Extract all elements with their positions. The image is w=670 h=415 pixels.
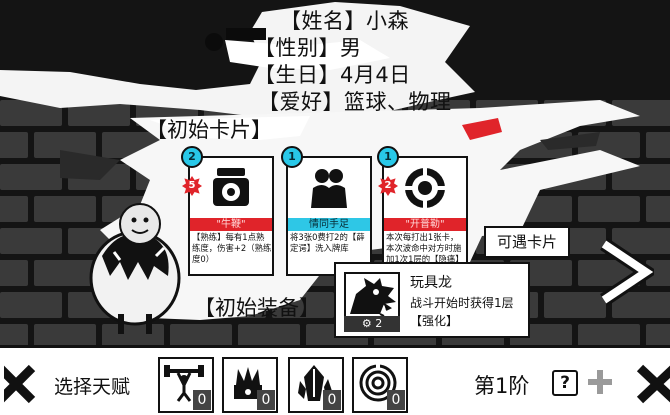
card-art bbox=[384, 158, 466, 218]
wall-brick bbox=[578, 196, 640, 222]
wall-brick bbox=[0, 196, 28, 222]
equipment-level: ⚙ 2 bbox=[344, 316, 400, 332]
card-qingtongshouzu[interactable]: 情同手足 将3张0费打2的【薛定谔】洗入牌库 bbox=[286, 156, 372, 276]
card-cost-badge: 2 bbox=[181, 146, 203, 168]
card-description: 将3张0费打2的【薛定谔】洗入牌库 bbox=[290, 232, 365, 253]
wall-brick bbox=[34, 260, 96, 286]
starting-cards-title: 【初始卡片】 bbox=[146, 118, 272, 142]
equipment-description-line2: 【强化】 bbox=[410, 314, 459, 328]
card-level-badge: 2 bbox=[378, 176, 398, 196]
close-icon[interactable] bbox=[634, 364, 670, 404]
close-icon[interactable] bbox=[4, 364, 36, 404]
card-name: "开普勒" bbox=[384, 218, 466, 231]
wall-brick bbox=[0, 132, 28, 158]
card-kaipule[interactable]: "开普勒" 本次每打出1张卡，本次波命中对方时施加1次1层的【隐痛】 bbox=[382, 156, 468, 276]
two-people-icon bbox=[311, 169, 347, 208]
money-stack-icon bbox=[234, 367, 262, 399]
card-level-badge: 5 bbox=[182, 176, 202, 196]
spiral-icon bbox=[359, 363, 397, 402]
card-art bbox=[190, 158, 272, 218]
starting-equipment-title: 【初始装备】 bbox=[194, 296, 320, 320]
wall-brick bbox=[34, 196, 96, 222]
card-cost-badge: 1 bbox=[377, 146, 399, 168]
wall-brick bbox=[0, 260, 28, 286]
card-description: 【熟练】每有1点熟练度，伤害+2（熟练度0） bbox=[192, 232, 272, 264]
wall-brick bbox=[646, 132, 670, 158]
talent-slot-weightlifter[interactable]: 0 bbox=[158, 357, 214, 413]
talent-slot-money[interactable]: 0 bbox=[222, 357, 278, 413]
orbit-ring-icon bbox=[403, 166, 447, 210]
mascot-character bbox=[89, 203, 181, 334]
profile-gender: 【性别】男 bbox=[254, 36, 362, 60]
gear-icon: ⚙ bbox=[361, 317, 372, 330]
wall-brick bbox=[0, 228, 62, 254]
wall-brick bbox=[646, 196, 670, 222]
plus-icon[interactable] bbox=[586, 368, 614, 396]
talent-count: 0 bbox=[387, 390, 405, 410]
tier-label: 第1阶 bbox=[474, 374, 530, 398]
next-arrow-icon[interactable] bbox=[598, 238, 654, 306]
help-button[interactable]: ? bbox=[552, 370, 578, 396]
talent-slot-spiral[interactable]: 0 bbox=[352, 357, 408, 413]
card-art bbox=[288, 158, 370, 218]
talent-count: 0 bbox=[257, 390, 275, 410]
wall-brick bbox=[544, 292, 606, 318]
card-name: 情同手足 bbox=[288, 218, 370, 231]
equipment-description-line1: 战斗开始时获得1层 bbox=[410, 296, 514, 310]
wall-brick bbox=[0, 164, 62, 190]
bottom-bar: 选择天赋 0 0 bbox=[0, 345, 670, 415]
equipment-level-value: 2 bbox=[375, 317, 383, 330]
talent-count: 0 bbox=[193, 390, 211, 410]
card-description: 本次每打出1张卡，本次波命中对方时施加1次1层的【隐痛】 bbox=[386, 232, 464, 264]
profile-birthday: 【生日】4月4日 bbox=[254, 63, 411, 87]
talent-count: 0 bbox=[323, 390, 341, 410]
kettlebell-icon bbox=[213, 168, 249, 206]
card-niubian[interactable]: "牛鞭" 【熟练】每有1点熟练度，伤害+2（熟练度0） bbox=[188, 156, 274, 276]
dragon-head-icon bbox=[350, 278, 396, 317]
crystal-shard-icon bbox=[298, 365, 332, 401]
equipment-name: 玩具龙 bbox=[410, 275, 452, 291]
equipment-description: 战斗开始时获得1层 【强化】 bbox=[410, 294, 514, 330]
equipment-card[interactable]: ⚙ 2 玩具龙 战斗开始时获得1层 【强化】 bbox=[334, 262, 530, 338]
profile-hobby: 【爱好】篮球、物理 bbox=[258, 90, 452, 114]
possible-cards-button[interactable]: 可遇卡片 bbox=[484, 226, 570, 258]
profile-name: 【姓名】小森 bbox=[280, 9, 409, 33]
card-name: "牛鞭" bbox=[190, 218, 272, 231]
weightlifter-icon bbox=[164, 365, 204, 402]
card-cost-badge: 1 bbox=[281, 146, 303, 168]
wall-brick bbox=[0, 292, 62, 318]
talent-slot-crystal[interactable]: 0 bbox=[288, 357, 344, 413]
select-talent-label: 选择天赋 bbox=[54, 376, 131, 398]
character-profile: 【姓名】小森 【性别】男 【生日】4月4日 【爱好】篮球、物理 bbox=[254, 8, 452, 116]
